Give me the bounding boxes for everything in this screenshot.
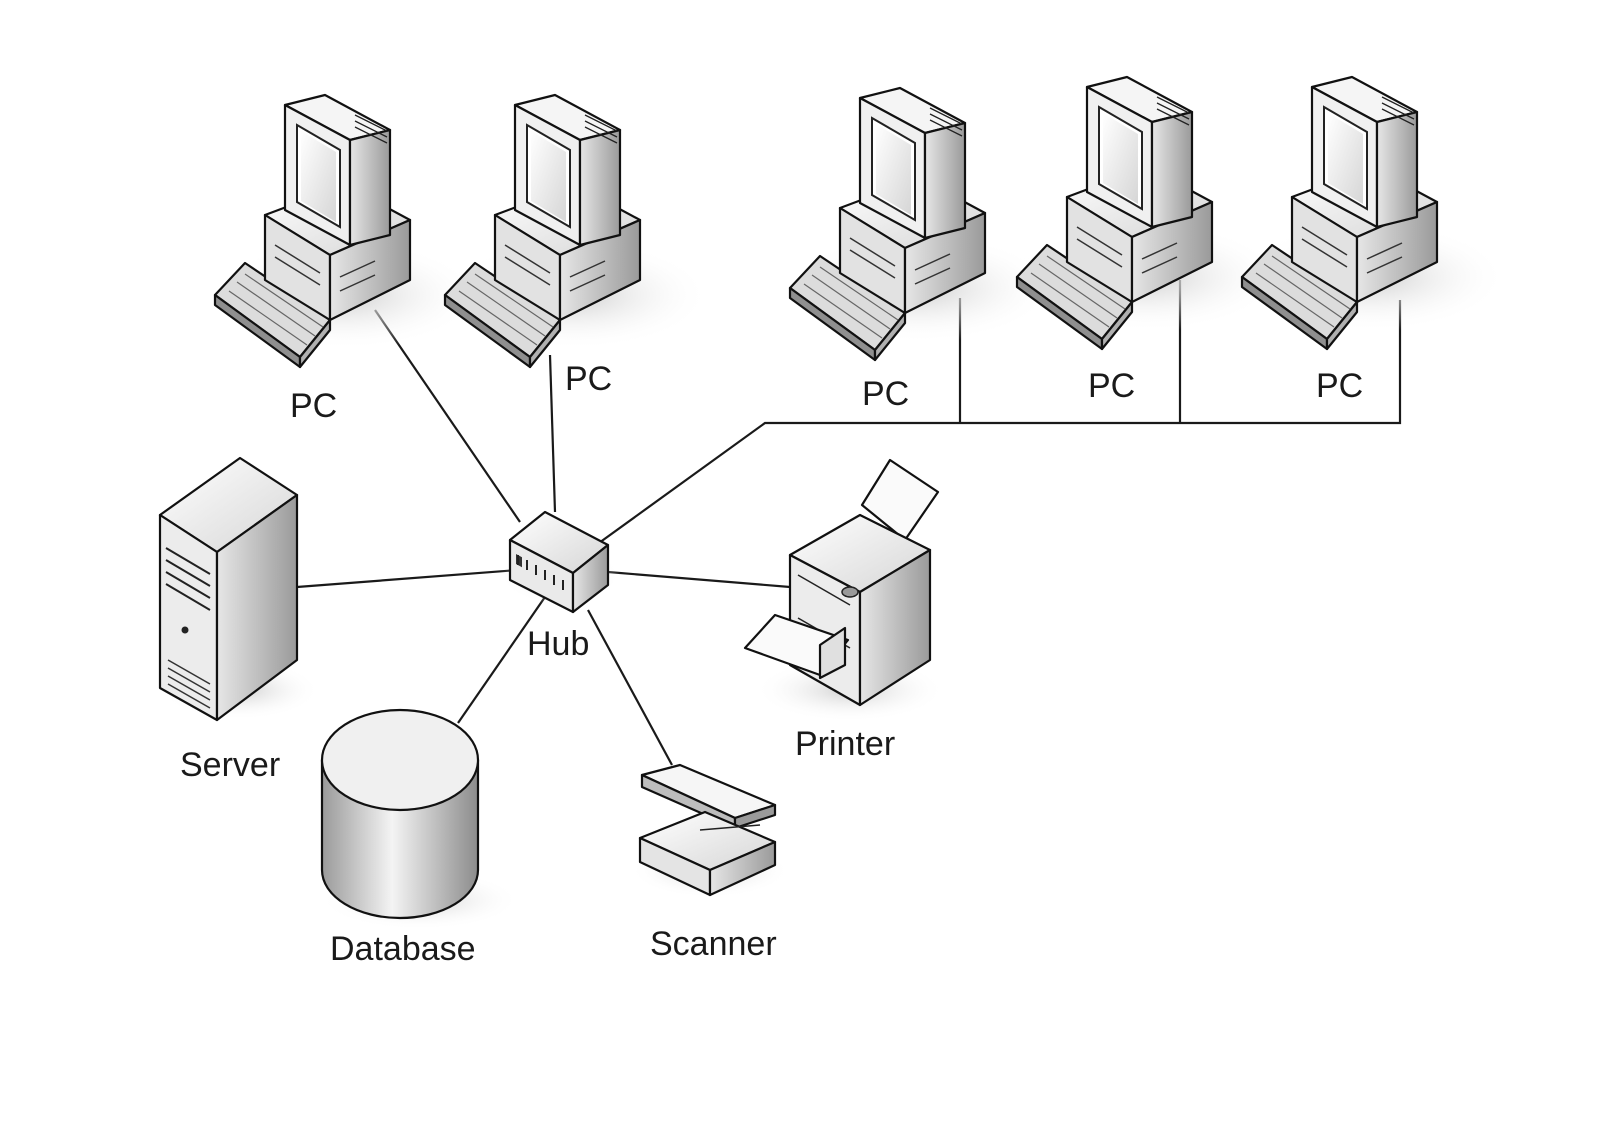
link-hub-bus — [591, 300, 1402, 549]
pc-node-4: PC — [1010, 75, 1284, 405]
pc-label: PC — [565, 360, 612, 398]
link-hub-pc2 — [548, 354, 557, 513]
flatbed-scanner-icon — [630, 763, 790, 898]
pc-label: PC — [1088, 367, 1135, 405]
desktop-computer-icon — [1235, 75, 1509, 351]
desktop-computer-icon — [1010, 75, 1284, 351]
database-node: Database — [320, 708, 520, 968]
desktop-computer-icon — [783, 86, 1057, 362]
scanner-node: Scanner — [630, 763, 790, 963]
pc-node-3: PC — [783, 86, 1057, 413]
hub-node: Hub — [500, 510, 620, 663]
pc-node-1: PC — [208, 93, 482, 425]
connection-lines — [296, 280, 1402, 766]
pc-node-5: PC — [1235, 75, 1509, 405]
server-node: Server — [158, 456, 320, 784]
printer-node: Printer — [743, 458, 945, 763]
hub-label: Hub — [527, 625, 589, 663]
database-cylinder-icon — [320, 708, 520, 930]
database-label: Database — [330, 930, 476, 968]
pc-label: PC — [862, 375, 909, 413]
pc-label: PC — [290, 387, 337, 425]
scanner-label: Scanner — [650, 925, 777, 963]
pc-label: PC — [1316, 367, 1363, 405]
link-hub-scanner — [587, 609, 673, 766]
printer-icon — [743, 458, 945, 722]
link-hub-database — [457, 596, 546, 724]
desktop-computer-icon — [208, 93, 482, 369]
pc-node-2: PC — [438, 93, 712, 398]
printer-label: Printer — [795, 725, 895, 763]
link-hub-printer — [607, 570, 791, 589]
desktop-computer-icon — [438, 93, 712, 369]
link-hub-server — [296, 568, 519, 589]
server-label: Server — [180, 746, 280, 784]
network-hub-icon — [500, 510, 620, 614]
tower-server-icon — [158, 456, 320, 722]
